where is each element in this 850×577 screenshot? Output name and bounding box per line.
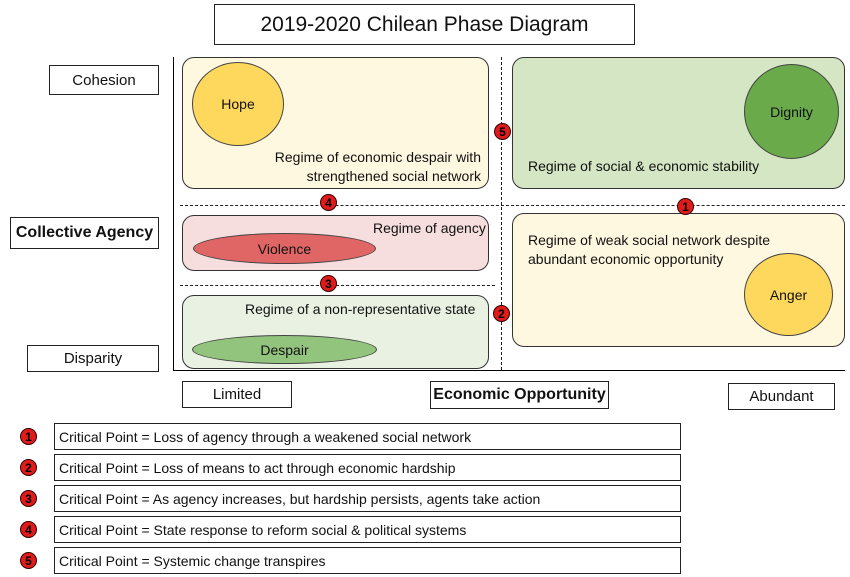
critical-point-marker-1: 1 bbox=[677, 198, 694, 215]
legend-item-5: 5 Critical Point = Systemic change trans… bbox=[20, 547, 685, 574]
region-economic-despair-label: Regime of economic despair with strength… bbox=[240, 148, 481, 186]
anger-oval: Anger bbox=[744, 253, 833, 336]
legend-text-2: Critical Point = Loss of means to act th… bbox=[54, 454, 681, 481]
region-agency-label: Regime of agency bbox=[373, 220, 486, 236]
region-economic-despair-line1: Regime of economic despair with bbox=[274, 149, 481, 165]
x-label-economic-opportunity: Economic Opportunity bbox=[430, 381, 609, 409]
despair-oval: Despair bbox=[192, 335, 377, 364]
x-label-abundant: Abundant bbox=[728, 383, 835, 410]
legend-marker-4: 4 bbox=[20, 521, 37, 538]
region-economic-despair-line2: strengthened social network bbox=[306, 168, 481, 184]
region-social-economic-stability-label: Regime of social & economic stability bbox=[528, 158, 760, 174]
x-axis-line bbox=[173, 370, 845, 371]
critical-point-marker-2: 2 bbox=[493, 305, 510, 322]
legend-text-5: Critical Point = Systemic change transpi… bbox=[54, 547, 681, 574]
legend-text-1: Critical Point = Loss of agency through … bbox=[54, 423, 681, 450]
region-weak-social-network-line1: Regime of weak social network despite bbox=[528, 232, 771, 248]
hope-oval: Hope bbox=[192, 62, 284, 146]
critical-point-marker-5: 5 bbox=[494, 123, 511, 140]
y-label-cohesion: Cohesion bbox=[49, 65, 159, 95]
legend-item-4: 4 Critical Point = State response to ref… bbox=[20, 516, 685, 543]
legend-marker-2: 2 bbox=[20, 459, 37, 476]
dignity-oval: Dignity bbox=[744, 64, 839, 159]
violence-oval: Violence bbox=[193, 233, 376, 264]
y-axis-line bbox=[173, 57, 174, 370]
horizontal-boundary-upper bbox=[180, 205, 845, 206]
x-label-limited: Limited bbox=[182, 381, 292, 408]
legend-marker-3: 3 bbox=[20, 490, 37, 507]
region-non-representative-state-label: Regime of a non-representative state bbox=[245, 301, 476, 317]
vertical-phase-boundary bbox=[501, 57, 502, 370]
legend-marker-1: 1 bbox=[20, 428, 37, 445]
region-weak-social-network-label: Regime of weak social network despite ab… bbox=[528, 231, 770, 269]
legend-item-1: 1 Critical Point = Loss of agency throug… bbox=[20, 423, 685, 450]
legend-item-2: 2 Critical Point = Loss of means to act … bbox=[20, 454, 685, 481]
critical-point-marker-4: 4 bbox=[320, 194, 337, 211]
horizontal-boundary-lower bbox=[180, 285, 495, 286]
y-label-collective-agency: Collective Agency bbox=[10, 217, 159, 249]
critical-point-marker-3: 3 bbox=[320, 275, 337, 292]
legend-marker-5: 5 bbox=[20, 552, 37, 569]
legend-text-4: Critical Point = State response to refor… bbox=[54, 516, 681, 543]
legend-text-3: Critical Point = As agency increases, bu… bbox=[54, 485, 681, 512]
diagram-title: 2019-2020 Chilean Phase Diagram bbox=[214, 4, 635, 45]
y-label-disparity: Disparity bbox=[27, 345, 159, 372]
legend-item-3: 3 Critical Point = As agency increases, … bbox=[20, 485, 685, 512]
region-weak-social-network-line2: abundant economic opportunity bbox=[528, 251, 724, 267]
